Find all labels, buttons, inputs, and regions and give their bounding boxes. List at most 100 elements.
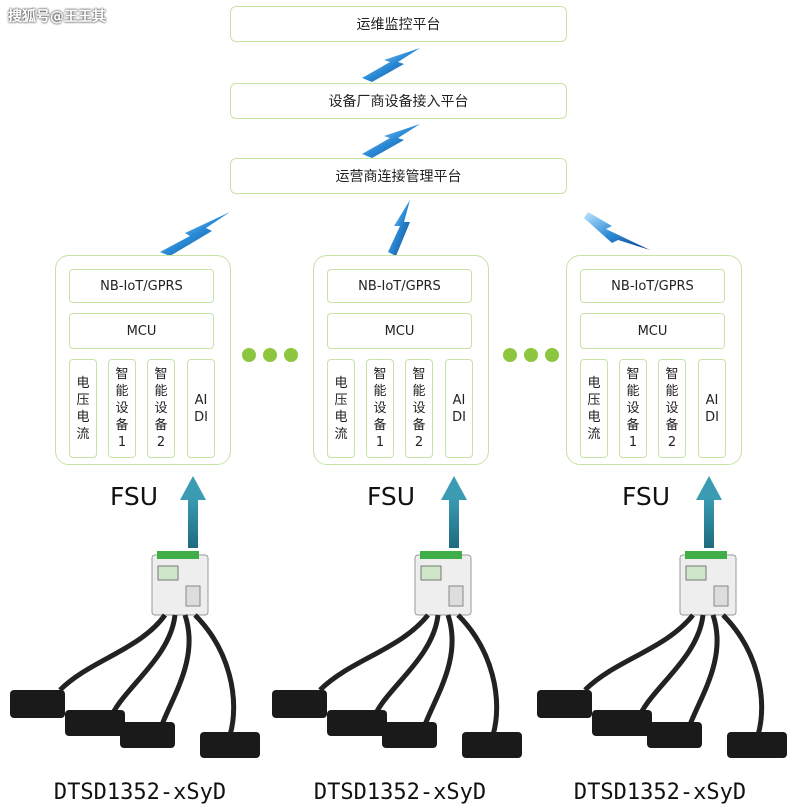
- char: 设: [665, 401, 679, 416]
- platform-label: 设备厂商设备接入平台: [328, 94, 469, 110]
- ellipsis-dot: [242, 348, 256, 362]
- char: 智: [665, 367, 679, 382]
- char: 流: [76, 426, 90, 442]
- platform-label: 运营商连接管理平台: [335, 169, 462, 185]
- char: AI: [452, 392, 466, 408]
- char: AI: [194, 392, 208, 408]
- lightning-icon: [388, 200, 410, 256]
- nb-iot-gprs-block: NB-IoT/GPRS: [69, 269, 214, 303]
- char: 电: [587, 375, 601, 391]
- char: 1: [628, 435, 638, 450]
- fsu-module-2: NB-IoT/GPRS MCU 电 压 电 流 智 能 设 备 1 智 能 设 …: [313, 255, 489, 465]
- smart-device-2-block: 智 能 设 备 2: [658, 359, 686, 458]
- char: 设: [115, 401, 129, 416]
- char: 能: [626, 384, 640, 399]
- arrow-up-icon: [441, 476, 467, 548]
- char: 流: [587, 426, 601, 442]
- smart-device-2-block: 智 能 设 备 2: [405, 359, 433, 458]
- char: 电: [76, 375, 90, 391]
- voltage-current-block: 电 压 电 流: [69, 359, 97, 458]
- char: 电: [76, 409, 90, 425]
- platform-ops-monitoring: 运维监控平台: [230, 6, 567, 42]
- fsu-label: FSU: [621, 482, 671, 511]
- fsu-module-3: NB-IoT/GPRS MCU 电 压 电 流 智 能 设 备 1 智 能 设 …: [566, 255, 742, 465]
- char: 设: [626, 401, 640, 416]
- ai-di-block: AI DI: [698, 359, 726, 458]
- char: 能: [154, 384, 168, 399]
- char: DI: [194, 409, 208, 425]
- platform-label: 运维监控平台: [356, 17, 441, 33]
- ellipsis-dot: [524, 348, 538, 362]
- voltage-current-block: 电 压 电 流: [580, 359, 608, 458]
- arrow-up-icon: [180, 476, 206, 548]
- platform-vendor-access: 设备厂商设备接入平台: [230, 83, 567, 119]
- model-label: DTSD1352-xSyD: [313, 780, 487, 805]
- char: 1: [117, 435, 127, 450]
- char: 备: [665, 418, 679, 433]
- smart-device-1-block: 智 能 设 备 1: [366, 359, 394, 458]
- char: 备: [154, 418, 168, 433]
- watermark-text: 搜狐号@王王其: [8, 9, 106, 25]
- meter-device-illustration: [537, 551, 787, 758]
- char: 备: [412, 418, 426, 433]
- fsu-module-1: NB-IoT/GPRS MCU 电 压 电 流 智 能 设 备 1 智 能 设 …: [55, 255, 231, 465]
- model-label: DTSD1352-xSyD: [53, 780, 227, 805]
- char: 能: [665, 384, 679, 399]
- model-label: DTSD1352-xSyD: [573, 780, 747, 805]
- char: 设: [373, 401, 387, 416]
- ai-di-block: AI DI: [187, 359, 215, 458]
- voltage-current-block: 电 压 电 流: [327, 359, 355, 458]
- ellipsis-dot: [503, 348, 517, 362]
- char: 设: [154, 401, 168, 416]
- char: 智: [115, 367, 129, 382]
- char: 智: [154, 367, 168, 382]
- mcu-block: MCU: [327, 313, 472, 349]
- char: 电: [587, 409, 601, 425]
- char: 能: [115, 384, 129, 399]
- char: 智: [412, 367, 426, 382]
- lightning-icon: [362, 48, 420, 82]
- ai-di-block: AI DI: [445, 359, 473, 458]
- char: 流: [334, 426, 348, 442]
- char: 备: [115, 418, 129, 433]
- nb-iot-gprs-block: NB-IoT/GPRS: [327, 269, 472, 303]
- ellipsis-dot: [284, 348, 298, 362]
- platform-carrier-connection: 运营商连接管理平台: [230, 158, 567, 194]
- lightning-icon: [362, 124, 420, 158]
- char: 设: [412, 401, 426, 416]
- nb-iot-gprs-block: NB-IoT/GPRS: [580, 269, 725, 303]
- smart-device-2-block: 智 能 设 备 2: [147, 359, 175, 458]
- char: 2: [414, 435, 424, 450]
- char: 智: [373, 367, 387, 382]
- arrow-up-icon: [696, 476, 722, 548]
- char: 能: [373, 384, 387, 399]
- char: DI: [705, 409, 719, 425]
- char: 压: [587, 392, 601, 408]
- char: AI: [705, 392, 719, 408]
- fsu-label: FSU: [109, 482, 159, 511]
- char: 2: [667, 435, 677, 450]
- char: 能: [412, 384, 426, 399]
- char: 2: [156, 435, 166, 450]
- fsu-label: FSU: [366, 482, 416, 511]
- mcu-block: MCU: [69, 313, 214, 349]
- meter-device-illustration: [272, 551, 522, 758]
- char: 压: [334, 392, 348, 408]
- char: 电: [334, 409, 348, 425]
- char: DI: [452, 409, 466, 425]
- char: 1: [375, 435, 385, 450]
- lightning-icon: [160, 212, 230, 256]
- meter-device-illustration: [10, 551, 260, 758]
- smart-device-1-block: 智 能 设 备 1: [108, 359, 136, 458]
- char: 备: [626, 418, 640, 433]
- mcu-block: MCU: [580, 313, 725, 349]
- ellipsis-dot: [263, 348, 277, 362]
- ellipsis-dot: [545, 348, 559, 362]
- char: 备: [373, 418, 387, 433]
- char: 电: [334, 375, 348, 391]
- char: 压: [76, 392, 90, 408]
- smart-device-1-block: 智 能 设 备 1: [619, 359, 647, 458]
- lightning-icon: [584, 212, 650, 250]
- char: 智: [626, 367, 640, 382]
